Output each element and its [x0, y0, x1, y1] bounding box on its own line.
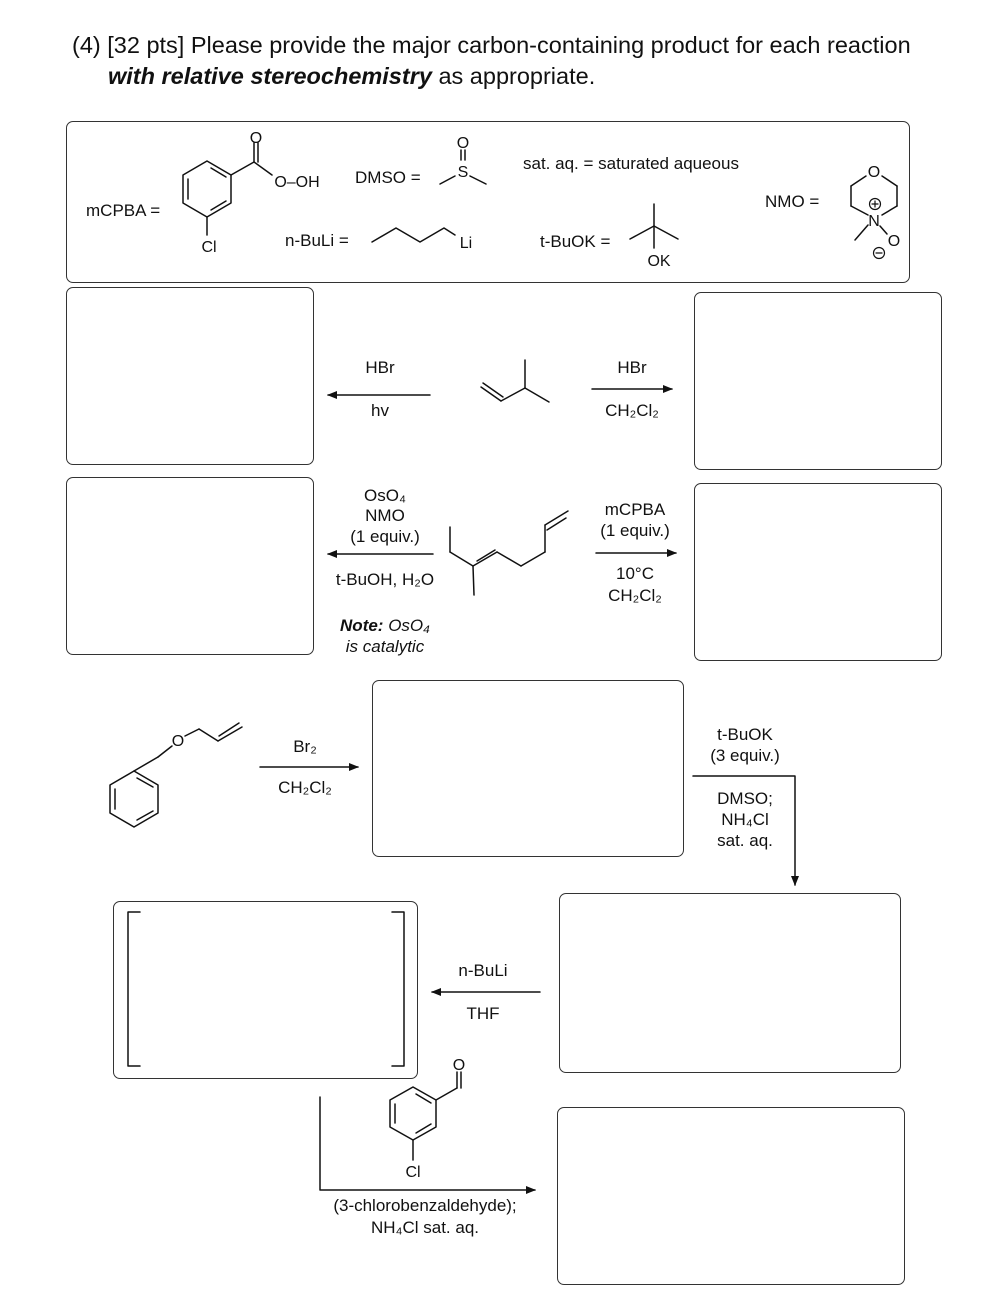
- r2-right-reagent-2: (1 equiv.): [600, 521, 670, 540]
- methylbutene-structure: [480, 359, 550, 403]
- nmo-n-label: N: [868, 213, 880, 230]
- emphasis-text: with relative stereochemistry: [108, 63, 432, 89]
- legend-box: [66, 121, 910, 283]
- answer-box-epoxidation[interactable]: [694, 483, 942, 661]
- r3-reagent: Br₂: [293, 737, 317, 756]
- r2-note-line-2: is catalytic: [345, 637, 425, 656]
- allyl-benzyl-ether-structure: [109, 722, 243, 828]
- r3-solvent: CH₂Cl₂: [278, 778, 332, 797]
- answer-box-radical-hbr[interactable]: [66, 287, 314, 465]
- r2-note-line-1: OsO₄: [383, 616, 430, 635]
- tbuok-structure: [629, 203, 679, 249]
- r2-left-solvent: t-BuOH, H₂O: [335, 570, 435, 589]
- r6-quench: NH₄Cl sat. aq.: [370, 1218, 480, 1237]
- tbuok-label: t-BuOK =: [540, 232, 611, 251]
- diene-structure: [449, 510, 569, 596]
- answer-box-elimination[interactable]: [559, 893, 901, 1073]
- r4-quench-1: NH₄Cl: [721, 810, 769, 829]
- mcpba-cl-label: Cl: [201, 239, 216, 256]
- r4-solvent: DMSO;: [717, 789, 773, 808]
- r2-note-bold: Note:: [340, 616, 384, 635]
- answer-box-bromination[interactable]: [372, 680, 684, 857]
- r4-reagent-1: t-BuOK: [717, 725, 773, 744]
- dmso-s-label: S: [458, 164, 469, 181]
- nbuli-structure: [371, 227, 456, 243]
- answer-box-final-product[interactable]: [557, 1107, 905, 1285]
- question-line-2: as appropriate.: [431, 63, 596, 89]
- r2-note: Note: OsO₄ is catalytic: [320, 615, 450, 657]
- r2-left-reagent-2: NMO: [365, 506, 405, 525]
- r4-reagent-2: (3 equiv.): [710, 746, 780, 765]
- r5-reagent: n-BuLi: [458, 961, 508, 980]
- r6-reagent: (3-chlorobenzaldehyde);: [333, 1196, 517, 1215]
- arrow-r6: [319, 1096, 536, 1194]
- chlorobenzaldehyde-structure: [389, 1071, 462, 1161]
- nbuli-label: n-BuLi =: [285, 231, 349, 250]
- r5-solvent: THF: [466, 1004, 500, 1023]
- r2-left-reagent-1: OsO₄: [364, 486, 406, 505]
- r2-right-temp: 10°C: [616, 564, 654, 583]
- ether-o-label: O: [172, 733, 184, 750]
- r2-left-reagent-3: (1 equiv.): [350, 527, 420, 546]
- nmo-o-label: O: [888, 233, 900, 250]
- mcpba-label: mCPBA =: [86, 201, 161, 220]
- dmso-structure: [439, 149, 487, 185]
- question-header: (4) [32 pts] Please provide the major ca…: [72, 30, 911, 92]
- answer-box-dihydroxylation[interactable]: [66, 477, 314, 655]
- r2-right-solvent: CH₂Cl₂: [608, 586, 662, 605]
- r1-right-reagent: HBr: [617, 358, 647, 377]
- question-line-1: (4) [32 pts] Please provide the major ca…: [72, 32, 911, 58]
- nbuli-li-label: Li: [460, 235, 472, 252]
- r4-quench-2: sat. aq.: [717, 831, 773, 850]
- nmo-ring-o-label: O: [868, 164, 880, 181]
- nmo-structure: [850, 175, 898, 260]
- tbuok-ok-label: OK: [647, 253, 670, 270]
- r1-right-solvent: CH₂Cl₂: [605, 401, 659, 420]
- sat-aq-definition: sat. aq. = saturated aqueous: [523, 154, 739, 173]
- mcpba-peroxy-label: O–OH: [274, 174, 319, 191]
- mcpba-structure: [182, 142, 273, 236]
- bracket-marks: [127, 911, 405, 1067]
- r1-left-reagent: HBr: [365, 358, 395, 377]
- r1-left-condition: hv: [371, 401, 389, 420]
- answer-box-ionic-hbr[interactable]: [694, 292, 942, 470]
- dmso-label: DMSO =: [355, 168, 421, 187]
- dmso-o-label: O: [457, 135, 469, 152]
- aldehyde-cl-label: Cl: [405, 1164, 420, 1181]
- answer-box-intermediate[interactable]: [113, 901, 418, 1079]
- r2-right-reagent-1: mCPBA: [604, 500, 666, 519]
- aldehyde-o-label: O: [453, 1057, 465, 1074]
- nmo-label: NMO =: [765, 192, 820, 211]
- arrow-r4: [692, 775, 799, 886]
- mcpba-carbonyl-o: O: [250, 130, 262, 147]
